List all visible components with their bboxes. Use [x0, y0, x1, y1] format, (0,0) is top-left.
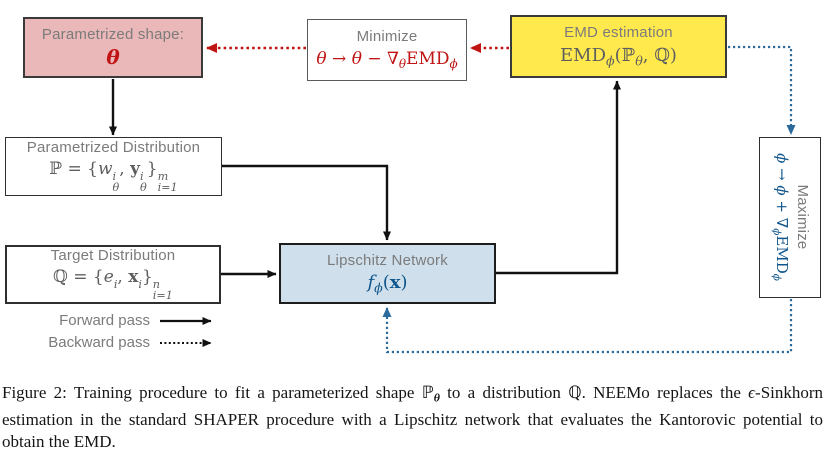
caption-pp-symbol: ℙ	[421, 383, 434, 402]
emd-estimation-title: EMD estimation	[564, 24, 673, 42]
theta-symbol: θ	[106, 45, 120, 70]
maximize-box: Maximize ϕ → ϕ + ∇ϕEMDϕ	[759, 137, 821, 298]
maximize-title: Maximize	[793, 184, 811, 250]
minimize-title: Minimize	[356, 28, 418, 46]
lipschitz-network-formula: fϕ(x)	[367, 271, 408, 296]
arrow-emd-to-maximize	[728, 45, 796, 135]
arrow-maximize-to-lipschitz	[382, 299, 793, 354]
parametrized-shape-box: Parametrized shape: θ	[23, 17, 203, 78]
emd-estimation-formula: EMDϕ(ℙθ, ℚ)	[560, 45, 677, 69]
target-distribution-title: Target Distribution	[50, 246, 176, 264]
arrow-pdist-to-lipschitz	[222, 164, 391, 241]
minimize-formula: θ → θ − ∇θEMDϕ	[316, 49, 458, 72]
legend-forward-pass-label: Forward pass	[59, 312, 150, 329]
figure-caption: Figure 2: Training procedure to fit a pa…	[2, 383, 824, 451]
legend-backward-pass-label: Backward pass	[48, 334, 150, 351]
emd-estimation-box: EMD estimation EMDϕ(ℙθ, ℚ)	[510, 15, 727, 78]
parametrized-distribution-title: Parametrized Distribution	[26, 138, 201, 156]
arrow-lipschitz-to-emd	[496, 80, 621, 275]
maximize-formula: ϕ → ϕ + ∇ϕEMDϕ	[770, 153, 791, 281]
figure-caption-label: Figure 2:	[2, 383, 67, 402]
lipschitz-network-title: Lipschitz Network	[327, 251, 448, 269]
lipschitz-network-box: Lipschitz Network fϕ(x)	[279, 243, 496, 304]
parametrized-shape-title: Parametrized shape:	[41, 25, 185, 43]
maximize-box-content: Maximize ϕ → ϕ + ∇ϕEMDϕ	[761, 137, 819, 297]
minimize-box: Minimize θ → θ − ∇θEMDϕ	[307, 19, 467, 81]
